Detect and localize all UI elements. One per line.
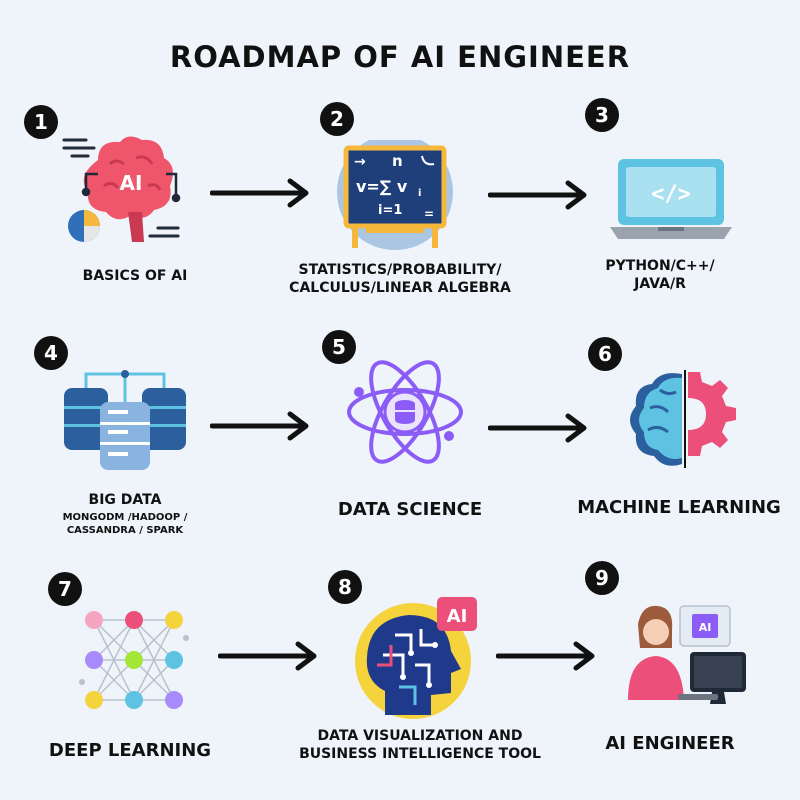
- step-3-label-line-2: JAVA/R: [634, 275, 686, 292]
- board-n-text: n: [392, 152, 403, 170]
- step-2-number-badge: 2: [320, 102, 354, 136]
- step-8-label-line-2: BUSINESS INTELLIGENCE TOOL: [299, 745, 541, 762]
- ai-head-badge-text: AI: [447, 606, 468, 627]
- brain-gear-icon: [630, 370, 736, 468]
- step-8-label-line-1: DATA VISUALIZATION AND: [317, 728, 523, 744]
- arrow-5-to-6: [488, 413, 587, 443]
- ai-brain-text: AI: [120, 171, 143, 195]
- math-board-icon: → n v=∑ v i i=1 =: [337, 140, 453, 250]
- board-sub-text: i: [418, 188, 421, 199]
- step-8-number-badge: 8: [328, 570, 362, 604]
- database-servers-icon: [64, 370, 186, 470]
- step-3-label-line-1: PYTHON/C++/: [605, 258, 715, 274]
- arrow-4-to-5: [210, 411, 309, 441]
- ai-head-circuit-icon: AI: [355, 597, 477, 719]
- neural-network-icon: [79, 611, 189, 709]
- step-2-label-line-2: CALCULUS/LINEAR ALGEBRA: [289, 279, 511, 296]
- step-2-label-line-1: STATISTICS/PROBABILITY/: [298, 262, 502, 278]
- board-eq-text: =: [424, 207, 434, 221]
- step-4-sublabel-line-1: MONGODM /HADOOP /: [62, 512, 188, 523]
- board-formula-text: v=∑ v: [356, 177, 408, 196]
- step-6-number-badge: 6: [588, 337, 622, 371]
- step-8-label: DATA VISUALIZATION AND BUSINESS INTELLIG…: [278, 728, 562, 763]
- step-1-label: BASICS OF AI: [82, 268, 188, 284]
- code-laptop-icon: </>: [610, 159, 732, 239]
- arrow-7-to-8: [218, 641, 317, 671]
- ai-brain-icon: AI: [62, 136, 181, 242]
- step-3-label: PYTHON/C++/ JAVA/R: [580, 258, 740, 293]
- step-9-number-badge: 9: [585, 561, 619, 595]
- step-6-label: MACHINE LEARNING: [577, 497, 781, 518]
- step-5-label: DATA SCIENCE: [337, 499, 483, 520]
- chip-ai-text: AI: [699, 621, 712, 634]
- board-lower-text: i=1: [378, 203, 402, 218]
- arrow-1-to-2: [210, 178, 309, 208]
- step-1-number-badge: 1: [24, 105, 58, 139]
- step-4-label: BIG DATA: [88, 492, 162, 508]
- step-5-number-badge: 5: [322, 330, 356, 364]
- arrow-8-to-9: [496, 641, 595, 671]
- step-2-label: STATISTICS/PROBABILITY/ CALCULUS/LINEAR …: [270, 262, 530, 297]
- code-symbol-text: </>: [651, 182, 691, 207]
- page-title: ROADMAP OF AI ENGINEER: [169, 40, 631, 74]
- step-4-sublabel-line-2: CASSANDRA / SPARK: [66, 524, 184, 536]
- board-arrow-text: →: [354, 154, 366, 170]
- atom-database-icon: [347, 360, 463, 464]
- step-7-number-badge: 7: [48, 572, 82, 606]
- step-7-label: DEEP LEARNING: [48, 740, 212, 761]
- arrow-2-to-3: [488, 180, 587, 210]
- engineer-computer-icon: AI: [628, 605, 746, 704]
- step-4-sublabel: MONGODM /HADOOP / CASSANDRA / SPARK: [40, 512, 210, 537]
- step-4-number-badge: 4: [34, 336, 68, 370]
- step-3-number-badge: 3: [585, 98, 619, 132]
- step-9-label: AI ENGINEER: [605, 733, 735, 754]
